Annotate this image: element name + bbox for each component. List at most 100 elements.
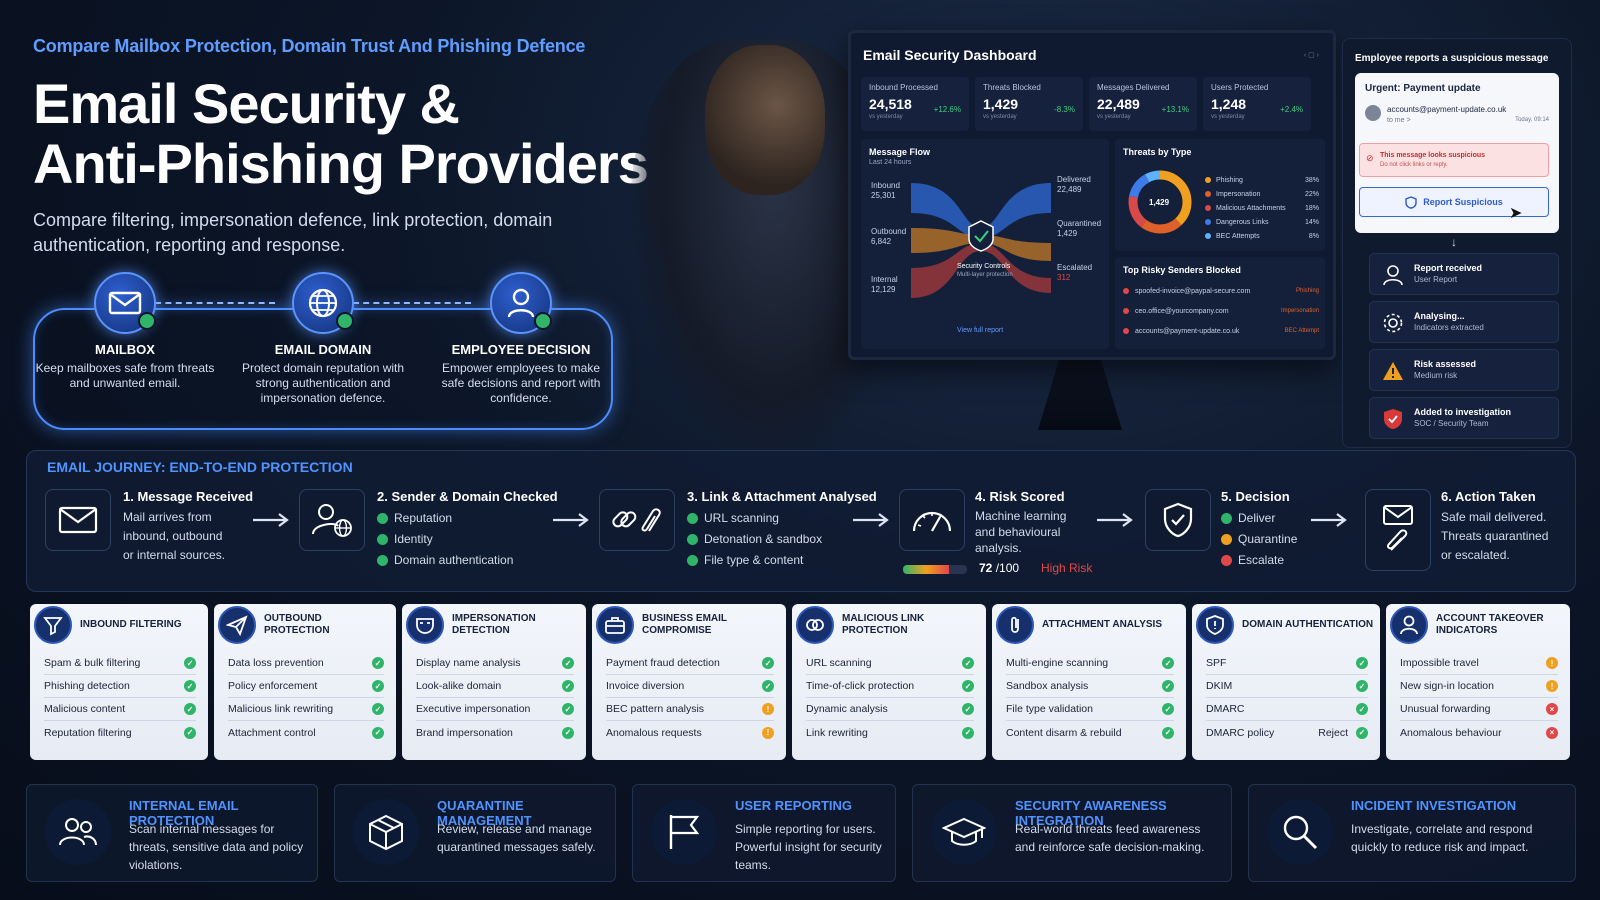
step-heading: 6. Action Taken	[1441, 489, 1536, 504]
flow-quarantined-value: 1,429	[1057, 229, 1078, 238]
check-item: Domain authentication	[377, 550, 558, 571]
card-title: OUTBOUND PROTECTION	[264, 613, 330, 636]
box-text: Real-world threats feed awareness and re…	[1015, 822, 1205, 854]
sender-tag: BEC Attempt	[1284, 328, 1319, 334]
flow-delivered-value: 22,489	[1057, 185, 1082, 194]
stat-delivered: Messages Delivered 22,489 vs yesterday +…	[1089, 77, 1197, 131]
feature-row: Invoice diversion✓	[606, 675, 774, 698]
security-awareness-integration: SECURITY AWARENESS INTEGRATION Real-worl…	[912, 784, 1232, 882]
graduation-cap-icon	[931, 799, 997, 865]
check-icon: ✓	[762, 657, 774, 669]
sender-email: ceo.office@yourcompany.com	[1135, 307, 1229, 315]
card-title: ATTACHMENT ANALYSIS	[1042, 619, 1162, 630]
legend-label: BEC Attempts	[1216, 232, 1260, 240]
box-text: Scan internal messages for threats, sens…	[129, 822, 304, 872]
legend-label: Phishing	[1216, 176, 1243, 184]
feature-row: Executive impersonation✓	[416, 698, 574, 721]
check-icon: ✓	[962, 726, 974, 739]
page-title: Email Security & Anti-Phishing Providers…	[33, 72, 742, 194]
step-heading: 2. Sender & Domain Checked	[377, 489, 558, 504]
feature-label: URL scanning	[806, 657, 872, 669]
warning-icon: !	[1546, 657, 1558, 669]
feature-label: SPF	[1206, 657, 1227, 669]
warning-text: This message looks suspicious	[1380, 152, 1486, 159]
pillar-title: EMPLOYEE DECISION	[451, 342, 591, 357]
feature-row: Impossible travel!	[1400, 652, 1558, 675]
feature-label: Content disarm & rebuild	[1006, 726, 1122, 739]
cursor-icon: ➤	[1509, 205, 1523, 222]
feature-row: Data loss prevention✓	[228, 652, 384, 675]
monitor-stand	[1038, 360, 1122, 430]
sender-email: accounts@payment-update.co.uk	[1135, 327, 1240, 335]
flow-sankey	[911, 183, 1051, 298]
person-head	[705, 45, 825, 195]
feature-label: Anomalous behaviour	[1400, 726, 1502, 739]
check-icon	[377, 513, 388, 524]
email-time: Today, 09:14	[1515, 117, 1549, 123]
stat-delta: +12.6%	[933, 105, 961, 114]
box-heading: USER REPORTING	[735, 798, 853, 813]
check-icon: ✓	[184, 726, 196, 739]
card-header: ACCOUNT TAKEOVER INDICATORS	[1386, 604, 1570, 646]
check-icon: ✓	[372, 680, 384, 692]
box-heading: QUARANTINE MANAGEMENT	[437, 798, 532, 828]
journey-title: EMAIL JOURNEY: END-TO-END PROTECTION	[47, 459, 353, 475]
feature-label: Invoice diversion	[606, 680, 685, 692]
feature-label: DMARC policy	[1206, 726, 1275, 739]
feature-label: Payment fraud detection	[606, 657, 720, 669]
report-suspicious-button[interactable]: Report Suspicious	[1359, 187, 1549, 217]
arrow-right-icon	[253, 513, 289, 527]
pillar-mailbox: MAILBOX Keep mailboxes safe from threats…	[35, 272, 215, 391]
feature-label: Display name analysis	[416, 657, 521, 669]
report-suspicious-panel: Employee reports a suspicious message Ur…	[1342, 38, 1572, 448]
arrow-right-icon	[853, 513, 889, 527]
legend-label: Malicious Attachments	[1216, 204, 1286, 212]
view-full-report-link[interactable]: View full report	[957, 327, 1004, 334]
card-rows: Display name analysis✓Look-alike domain✓…	[416, 652, 574, 744]
warning-icon: !	[1546, 680, 1558, 692]
card-header: OUTBOUND PROTECTION	[214, 604, 396, 646]
check-icon: ✓	[562, 726, 574, 739]
card-header: INBOUND FILTERING	[30, 604, 208, 646]
check-icon	[1221, 513, 1232, 524]
card-rows: Multi-engine scanning✓Sandbox analysis✓F…	[1006, 652, 1174, 744]
panel-title: Message Flow	[869, 147, 931, 157]
pillar-connector	[353, 302, 471, 304]
decision-deliver: Deliver	[1221, 508, 1297, 529]
risky-senders-panel: Top Risky Senders Blocked spoofed-invoic…	[1115, 257, 1325, 349]
journey-step-6: 6. Action Taken Safe mail delivered.Thre…	[1441, 489, 1548, 565]
stat-value: 1,248	[1211, 96, 1247, 112]
shield-icon	[1384, 409, 1402, 429]
box-heading: INCIDENT INVESTIGATION	[1351, 798, 1517, 813]
sender-alert-icon	[1123, 308, 1129, 314]
feature-label: Spam & bulk filtering	[44, 657, 141, 669]
decision-escalate: Escalate	[1221, 550, 1297, 571]
feature-label: Attachment control	[228, 726, 316, 739]
title-line-1: Email Security &	[33, 72, 460, 135]
flow-controls-label: Security Controls	[957, 263, 1011, 270]
risky-sender-row: accounts@payment-update.co.uk BEC Attempt	[1123, 321, 1319, 341]
flow-delivered-label: Delivered	[1057, 175, 1091, 184]
card-header: IMPERSONATION DETECTION	[402, 604, 586, 646]
user-reporting: USER REPORTING Simple reporting for user…	[632, 784, 896, 882]
feature-row: DMARC✓	[1206, 698, 1368, 721]
step-sub: User Report	[1414, 275, 1458, 284]
user-icon	[1383, 265, 1403, 286]
feature-label: Unusual forwarding	[1400, 703, 1491, 715]
arrow-right-icon	[553, 513, 589, 527]
stat-sub: vs yesterday	[1211, 114, 1245, 120]
check-icon: ✓	[962, 657, 974, 669]
feature-label: New sign-in location	[1400, 680, 1494, 692]
threats-total: 1,429	[1149, 198, 1170, 207]
briefcase-icon	[596, 606, 634, 644]
feature-card-outbound-protection: OUTBOUND PROTECTION Data loss prevention✓…	[214, 604, 396, 760]
window-controls-icon[interactable]: ‹ ▢ ›	[1303, 52, 1319, 59]
